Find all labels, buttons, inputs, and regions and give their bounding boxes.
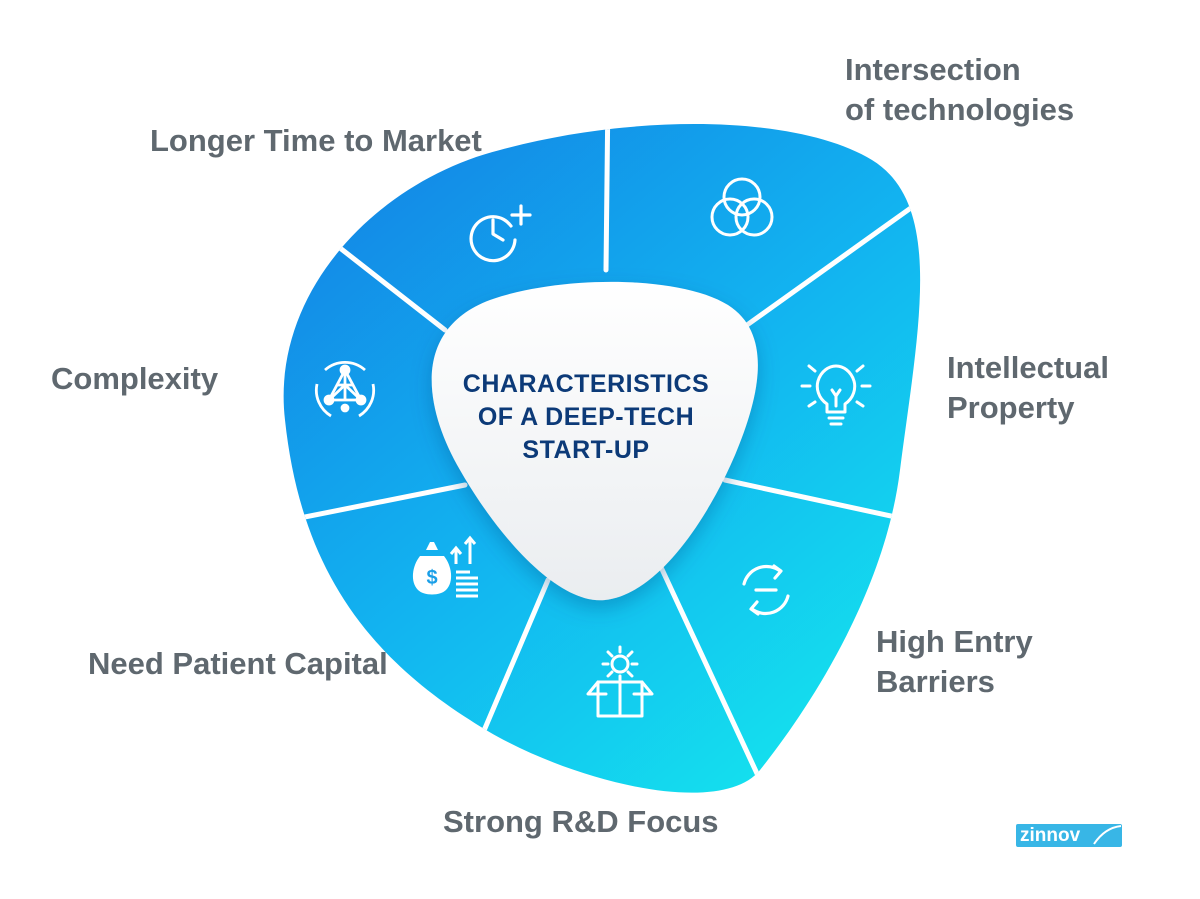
divider-5 xyxy=(477,577,551,743)
label-line: Barriers xyxy=(876,664,995,699)
label-strong-rd-focus: Strong R&D Focus xyxy=(443,802,719,842)
network-globe-icon xyxy=(315,360,375,418)
divider-3 xyxy=(722,477,903,521)
center-title-line-1: CHARACTERISTICS xyxy=(462,370,710,398)
label-need-patient-capital: Need Patient Capital xyxy=(88,644,388,684)
divider-6 xyxy=(287,482,468,523)
no-entry-cycle-icon xyxy=(742,564,790,616)
label-high-entry-barriers: High Entry Barriers xyxy=(876,622,1033,702)
label-intersection-of-technologies: Intersection of technologies xyxy=(845,50,1074,130)
label-line: High Entry xyxy=(876,624,1033,659)
overlapping-circles-icon xyxy=(710,177,774,237)
label-line: Strong R&D Focus xyxy=(443,804,719,839)
label-line: Need Patient Capital xyxy=(88,646,388,681)
label-complexity: Complexity xyxy=(51,359,218,399)
clock-plus-icon xyxy=(469,204,532,263)
center-title-line-2: OF A DEEP-TECH xyxy=(477,403,695,431)
label-line: Complexity xyxy=(51,361,219,396)
lightbulb-icon xyxy=(800,364,872,426)
label-longer-time-to-market: Longer Time to Market xyxy=(150,121,482,161)
center-shape xyxy=(431,281,758,601)
brand-logo: zinnov xyxy=(1016,824,1122,847)
label-line: Property xyxy=(947,390,1075,425)
segment-dividers xyxy=(287,124,918,783)
label-line: Intersection xyxy=(845,52,1021,87)
label-line: of technologies xyxy=(845,92,1075,127)
brand-name: zinnov xyxy=(1020,825,1081,846)
divider-1 xyxy=(603,124,611,273)
divider-4 xyxy=(657,562,763,783)
svg-text:$: $ xyxy=(426,567,437,589)
label-line: Longer Time to Market xyxy=(150,123,482,158)
divider-2 xyxy=(737,202,918,333)
brand-swoosh-icon xyxy=(1093,825,1122,845)
center-title: CHARACTERISTICS OF A DEEP-TECH START-UP xyxy=(430,368,742,467)
label-intellectual-property: Intellectual Property xyxy=(947,348,1109,428)
money-bag-growth-icon: $ xyxy=(412,535,478,598)
gear-box-icon xyxy=(586,645,654,718)
center-title-line-3: START-UP xyxy=(522,436,650,464)
label-line: Intellectual xyxy=(947,350,1109,385)
divider-7 xyxy=(337,245,448,333)
